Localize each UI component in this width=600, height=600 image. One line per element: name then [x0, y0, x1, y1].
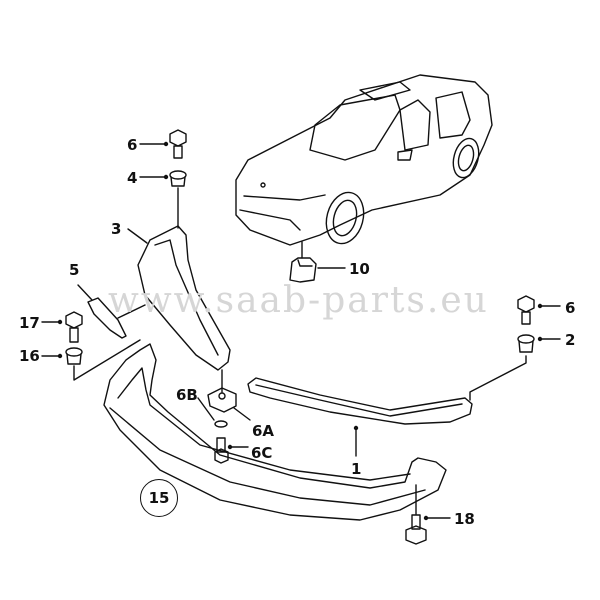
bracket-3-illustration: [127, 225, 231, 371]
callout-4: 4: [127, 169, 138, 187]
callout-16: 16: [19, 347, 40, 365]
watermark: www.saab-parts.eu: [108, 280, 489, 321]
callout-18: 18: [454, 510, 475, 528]
bracket-5-illustration: [77, 284, 146, 339]
callout-6c: 6C: [251, 444, 273, 462]
spoiler-strip-1-illustration: [247, 377, 473, 457]
callout-6: 6: [127, 136, 138, 154]
clip-6a-illustration: [207, 369, 251, 421]
callout-5: 5: [69, 261, 80, 279]
washer-16-illustration: [41, 339, 141, 381]
callout-10: 10: [349, 260, 370, 278]
clip-10-illustration: [289, 257, 346, 283]
callout-6-right: 6: [565, 299, 576, 317]
bolt-6c-illustration: [214, 437, 249, 464]
washer-6b-illustration: [197, 397, 228, 428]
lower-spoiler-15-illustration: [103, 343, 447, 521]
car-illustration: [235, 74, 493, 259]
callout-3: 3: [111, 220, 122, 238]
washer-2-illustration: [469, 334, 561, 401]
callout-6a: 6A: [252, 422, 275, 440]
bolt-18-illustration: [405, 484, 451, 545]
circled-callout-15: 15: [140, 479, 178, 517]
callout-2: 2: [565, 331, 576, 349]
callout-1: 1: [351, 460, 362, 478]
bolt-17-illustration: [41, 311, 83, 343]
callout-17: 17: [19, 314, 40, 332]
bolt-6-illustration: [139, 129, 187, 159]
callout-6b: 6B: [176, 386, 198, 404]
washer-4-illustration: [139, 170, 187, 229]
bolt-6-right-illustration: [517, 295, 561, 325]
